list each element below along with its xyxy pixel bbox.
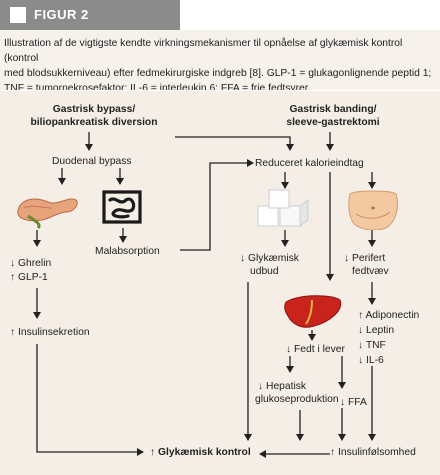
belly-fat-icon bbox=[348, 190, 399, 230]
node-adiponectin: ↑ Adiponectin bbox=[358, 310, 420, 321]
liver-icon bbox=[284, 295, 342, 328]
label-square-icon bbox=[10, 7, 26, 23]
figure-header: FIGUR 2 bbox=[0, 0, 440, 30]
figure-label: FIGUR 2 bbox=[34, 7, 89, 22]
caption-line: med blodsukkerniveau) efter fedmekirurgi… bbox=[4, 68, 432, 79]
node-malabsorption: Malabsorption bbox=[95, 246, 160, 257]
sugar-cubes-icon bbox=[257, 189, 309, 227]
node-ghrelin: ↓ Ghrelin bbox=[10, 258, 52, 269]
figure-label-tag: FIGUR 2 bbox=[0, 0, 180, 30]
diagram-panel bbox=[0, 90, 440, 475]
intestine-icon bbox=[102, 190, 142, 224]
node-insulin-sensitivity: ↑ Insulinfølsomhed bbox=[330, 447, 416, 458]
node-insulin-secretion: ↑ Insulinsekretion bbox=[10, 327, 90, 338]
node-liver-fat: ↓ Fedt i lever bbox=[286, 344, 345, 355]
node-ffa: ↓ FFA bbox=[340, 397, 367, 408]
caption-line: Illustration af de vigtigste kendte virk… bbox=[4, 38, 403, 64]
pancreas-icon bbox=[17, 198, 78, 230]
caption-line: TNF = tumornekrosefaktor; IL-6 = interle… bbox=[4, 83, 311, 94]
node-hepatic-glucose: ↓ Hepatisk glukoseproduktion bbox=[255, 381, 339, 405]
node-peripheral-fat: ↓ Perifert fedtvæv bbox=[344, 253, 389, 277]
node-duodenal-bypass: Duodenal bypass bbox=[52, 156, 132, 167]
figure-caption: Illustration af de vigtigste kendte virk… bbox=[4, 36, 436, 96]
node-glp1: ↑ GLP-1 bbox=[10, 272, 48, 283]
node-gastric-bypass: Gastrisk bypass/ biliopankreatisk divers… bbox=[30, 104, 158, 128]
node-adipokines: ↑ Adiponectin ↓ Leptin ↓ TNF ↓ IL-6 bbox=[358, 308, 419, 368]
node-glycemic-supply: ↓ Glykæmisk udbud bbox=[240, 253, 299, 277]
node-reduced-calorie: Reduceret kalorieindtag bbox=[255, 158, 364, 169]
node-tnf: ↓ TNF bbox=[358, 340, 386, 351]
node-leptin: ↓ Leptin bbox=[358, 325, 395, 336]
node-glycemic-control: ↑ Glykæmisk kontrol bbox=[150, 447, 251, 458]
node-il6: ↓ IL-6 bbox=[358, 355, 384, 366]
node-gastric-banding: Gastrisk banding/ sleeve-gastrektomi bbox=[286, 104, 380, 128]
